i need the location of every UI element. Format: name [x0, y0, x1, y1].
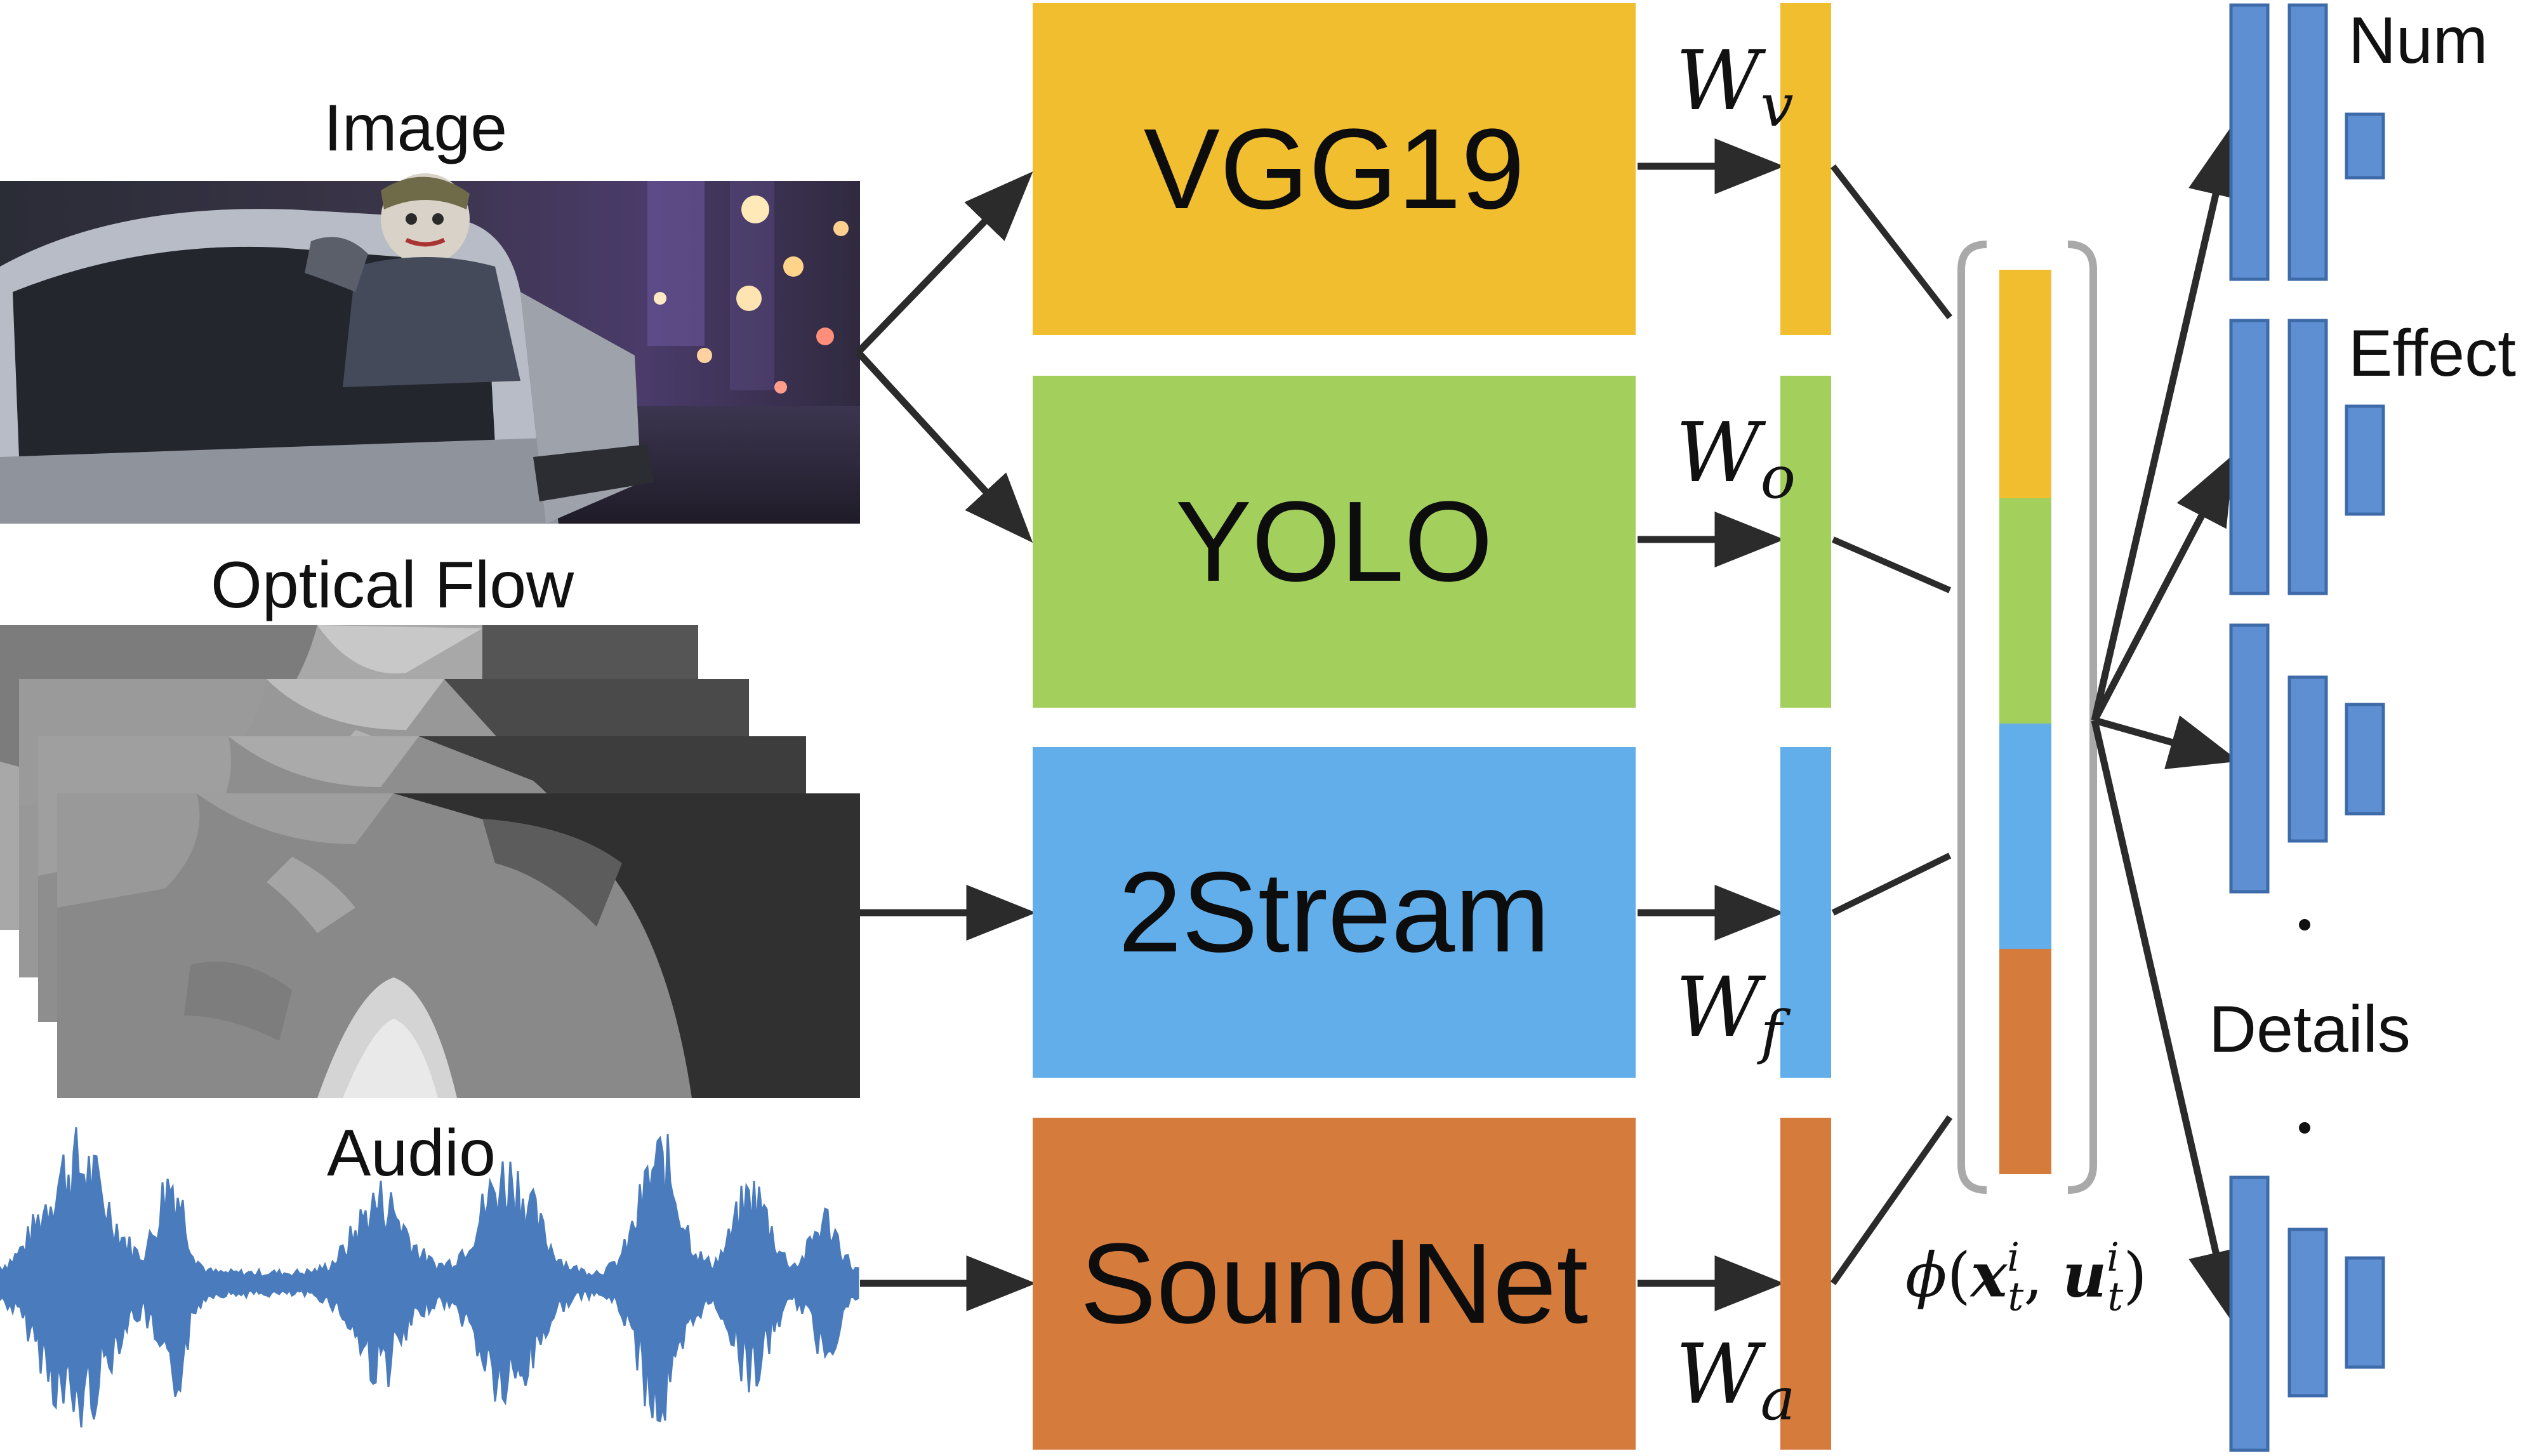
optical-flow-stack	[0, 625, 860, 1098]
bracket-right	[2067, 241, 2097, 1194]
details-network-2	[2229, 1175, 2385, 1452]
yolo-label: YOLO	[1175, 477, 1493, 606]
input-arrows	[855, 171, 1036, 1311]
image-frame	[0, 173, 860, 524]
arrow-to-details-network-2	[2091, 719, 2244, 1321]
weight-label-o: Wo	[1676, 404, 1796, 512]
feature-arrows	[1638, 138, 1785, 1311]
vgg19-label: VGG19	[1143, 105, 1525, 233]
bracket-left	[1957, 241, 1987, 1194]
fusion-lines	[1830, 164, 1953, 1285]
optical-flow-label: Optical Flow	[211, 548, 574, 622]
effect-label: Effect	[2348, 317, 2517, 390]
num-network	[2229, 3, 2385, 281]
audio-waveform	[0, 1127, 859, 1428]
feature-bar-soundnet	[1780, 1118, 1831, 1450]
output-arrows	[2091, 126, 2244, 1321]
feature-bars	[1780, 3, 1831, 1450]
arrow-to-effect-network	[2091, 454, 2234, 722]
yolo-box	[1033, 376, 1636, 708]
model-boxes	[1033, 3, 1636, 1450]
2stream-box	[1033, 747, 1636, 1078]
arrow-image-to-yolo	[855, 350, 1033, 543]
weight-label-v: Wv	[1676, 32, 1794, 140]
num-label: Num	[2348, 4, 2488, 77]
flow-frame-4	[57, 793, 860, 1098]
effect-network	[2229, 319, 2385, 595]
feature-bar-vgg19	[1780, 3, 1831, 335]
details-network-1	[2229, 623, 2385, 894]
output-networks	[2229, 3, 2385, 1452]
soundnet-box	[1033, 1118, 1636, 1450]
fused-segment-2stream	[1999, 724, 2051, 949]
ellipsis-dot-lower	[2299, 1122, 2310, 1134]
weight-label-a: Wa	[1676, 1326, 1796, 1433]
weight-label-f: Wf	[1676, 959, 1782, 1066]
fused-segment-soundnet	[1999, 949, 2051, 1174]
arrow-to-details-network-1	[2093, 715, 2239, 769]
details-label: Details	[2209, 993, 2411, 1066]
arrow-to-num-network	[2091, 126, 2243, 722]
fused-feature-vector	[1957, 241, 2097, 1194]
feature-bar-2stream	[1780, 747, 1831, 1078]
soundnet-label: SoundNet	[1080, 1219, 1589, 1347]
fused-segment-vgg19	[1999, 270, 2051, 498]
arrow-image-to-vgg19	[856, 171, 1033, 355]
fused-segment-yolo	[1999, 498, 2051, 724]
audio-label: Audio	[327, 1116, 496, 1190]
2stream-label: 2Stream	[1118, 848, 1551, 976]
fusion-formula: ϕ(xit, uit)	[1905, 1234, 2147, 1320]
feature-bar-yolo	[1780, 376, 1831, 708]
ellipsis-dot-upper	[2299, 919, 2310, 930]
image-label: Image	[324, 91, 508, 165]
vgg19-box	[1033, 3, 1636, 335]
